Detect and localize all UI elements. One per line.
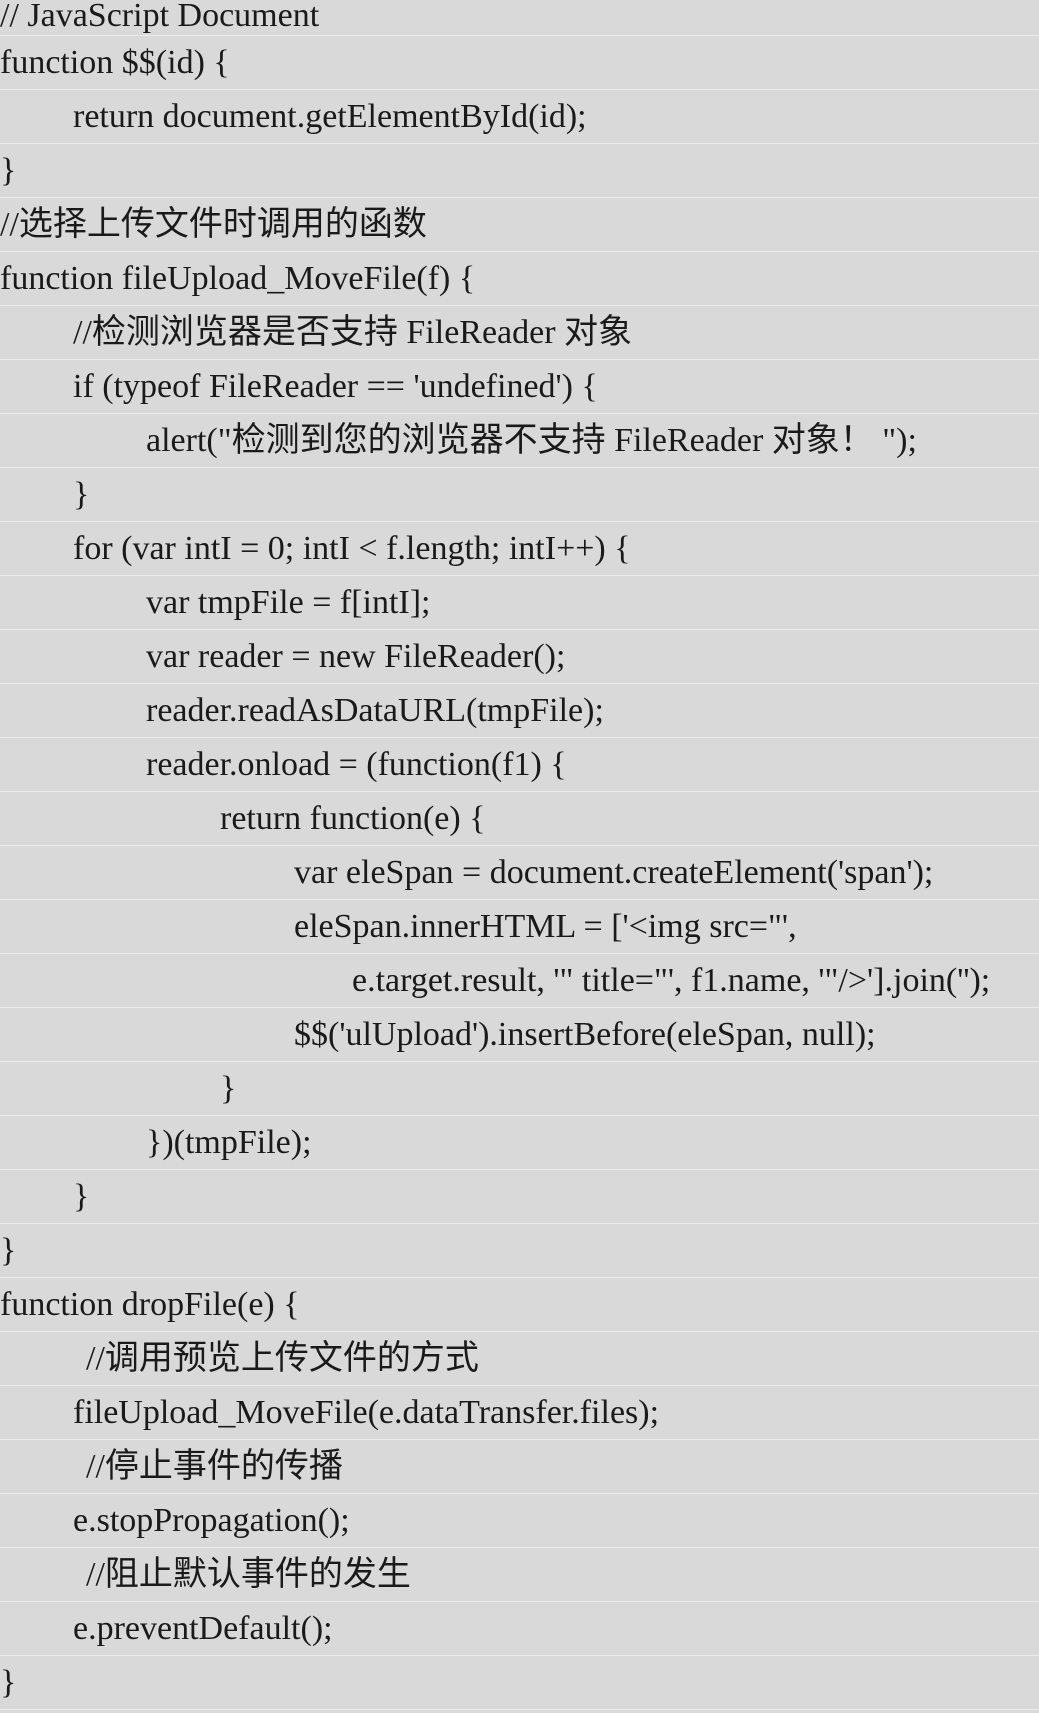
code-line-text: reader.onload = (function(f1) { — [146, 746, 567, 783]
code-line-text: reader.readAsDataURL(tmpFile); — [146, 692, 604, 729]
code-line-text: if (typeof FileReader == 'undefined') { — [73, 368, 598, 405]
code-line-text: function fileUpload_MoveFile(f) { — [0, 260, 476, 297]
code-line: } — [0, 1062, 1039, 1116]
code-line: return document.getElementById(id); — [0, 90, 1039, 144]
code-line-text: var reader = new FileReader(); — [146, 638, 566, 675]
code-line-text: eleSpan.innerHTML = ['<img src="', — [294, 908, 797, 945]
code-line-text: e.preventDefault(); — [73, 1610, 333, 1647]
code-line-text: function dropFile(e) { — [0, 1286, 300, 1323]
code-line: alert("检测到您的浏览器不支持 FileReader 对象！ "); — [0, 414, 1039, 468]
code-line-text: } — [73, 1178, 90, 1215]
code-line-text: //阻止默认事件的发生 — [86, 1556, 411, 1593]
code-line: $$('ulUpload').insertBefore(eleSpan, nul… — [0, 1008, 1039, 1062]
code-line-text: } — [220, 1070, 237, 1107]
code-line-text: } — [0, 1664, 17, 1701]
code-line: eleSpan.innerHTML = ['<img src="', — [0, 900, 1039, 954]
code-line-text: function $$(id) { — [0, 44, 230, 81]
code-line-text: } — [0, 1232, 17, 1269]
code-line: //阻止默认事件的发生 — [0, 1548, 1039, 1602]
code-line-text: e.stopPropagation(); — [73, 1502, 350, 1539]
code-line: fileUpload_MoveFile(e.dataTransfer.files… — [0, 1386, 1039, 1440]
code-line-text: })(tmpFile); — [146, 1124, 312, 1161]
code-line: return function(e) { — [0, 792, 1039, 846]
code-line: //选择上传文件时调用的函数 — [0, 198, 1039, 252]
code-line-text: for (var intI = 0; intI < f.length; intI… — [73, 530, 631, 567]
code-line: //停止事件的传播 — [0, 1440, 1039, 1494]
code-line-text: fileUpload_MoveFile(e.dataTransfer.files… — [73, 1394, 660, 1431]
code-line: })(tmpFile); — [0, 1116, 1039, 1170]
code-line-text: //检测浏览器是否支持 FileReader 对象 — [73, 314, 633, 351]
code-line: // JavaScript Document — [0, 0, 1039, 36]
code-line: } — [0, 1656, 1039, 1710]
code-line: e.target.result, '" title="', f1.name, '… — [0, 954, 1039, 1008]
code-line: for (var intI = 0; intI < f.length; intI… — [0, 522, 1039, 576]
code-line: if (typeof FileReader == 'undefined') { — [0, 360, 1039, 414]
code-line: var tmpFile = f[intI]; — [0, 576, 1039, 630]
code-line-text: return document.getElementById(id); — [73, 98, 587, 135]
code-line-text: //选择上传文件时调用的函数 — [0, 206, 427, 243]
code-line-text: alert("检测到您的浏览器不支持 FileReader 对象！ "); — [146, 422, 917, 459]
code-line: var eleSpan = document.createElement('sp… — [0, 846, 1039, 900]
code-line-text: } — [0, 152, 17, 189]
code-line-text: // JavaScript Document — [0, 0, 320, 34]
code-line: reader.onload = (function(f1) { — [0, 738, 1039, 792]
code-line: var reader = new FileReader(); — [0, 630, 1039, 684]
code-line-text: var tmpFile = f[intI]; — [146, 584, 431, 621]
code-line-text: $$('ulUpload').insertBefore(eleSpan, nul… — [294, 1016, 876, 1053]
code-line-text: var eleSpan = document.createElement('sp… — [294, 854, 934, 891]
code-line: function dropFile(e) { — [0, 1278, 1039, 1332]
code-line-text: //调用预览上传文件的方式 — [86, 1340, 479, 1377]
code-line-text: //停止事件的传播 — [86, 1448, 343, 1485]
code-line: } — [0, 1170, 1039, 1224]
code-line: e.stopPropagation(); — [0, 1494, 1039, 1548]
code-line: function fileUpload_MoveFile(f) { — [0, 252, 1039, 306]
code-line: function $$(id) { — [0, 36, 1039, 90]
code-line-text: e.target.result, '" title="', f1.name, '… — [352, 962, 991, 999]
code-line: reader.readAsDataURL(tmpFile); — [0, 684, 1039, 738]
code-line-text: } — [73, 476, 90, 513]
code-line: } — [0, 468, 1039, 522]
code-line: e.preventDefault(); — [0, 1602, 1039, 1656]
code-line: //检测浏览器是否支持 FileReader 对象 — [0, 306, 1039, 360]
code-line: } — [0, 144, 1039, 198]
code-line: } — [0, 1224, 1039, 1278]
code-line-text: return function(e) { — [220, 800, 486, 837]
code-line: //调用预览上传文件的方式 — [0, 1332, 1039, 1386]
